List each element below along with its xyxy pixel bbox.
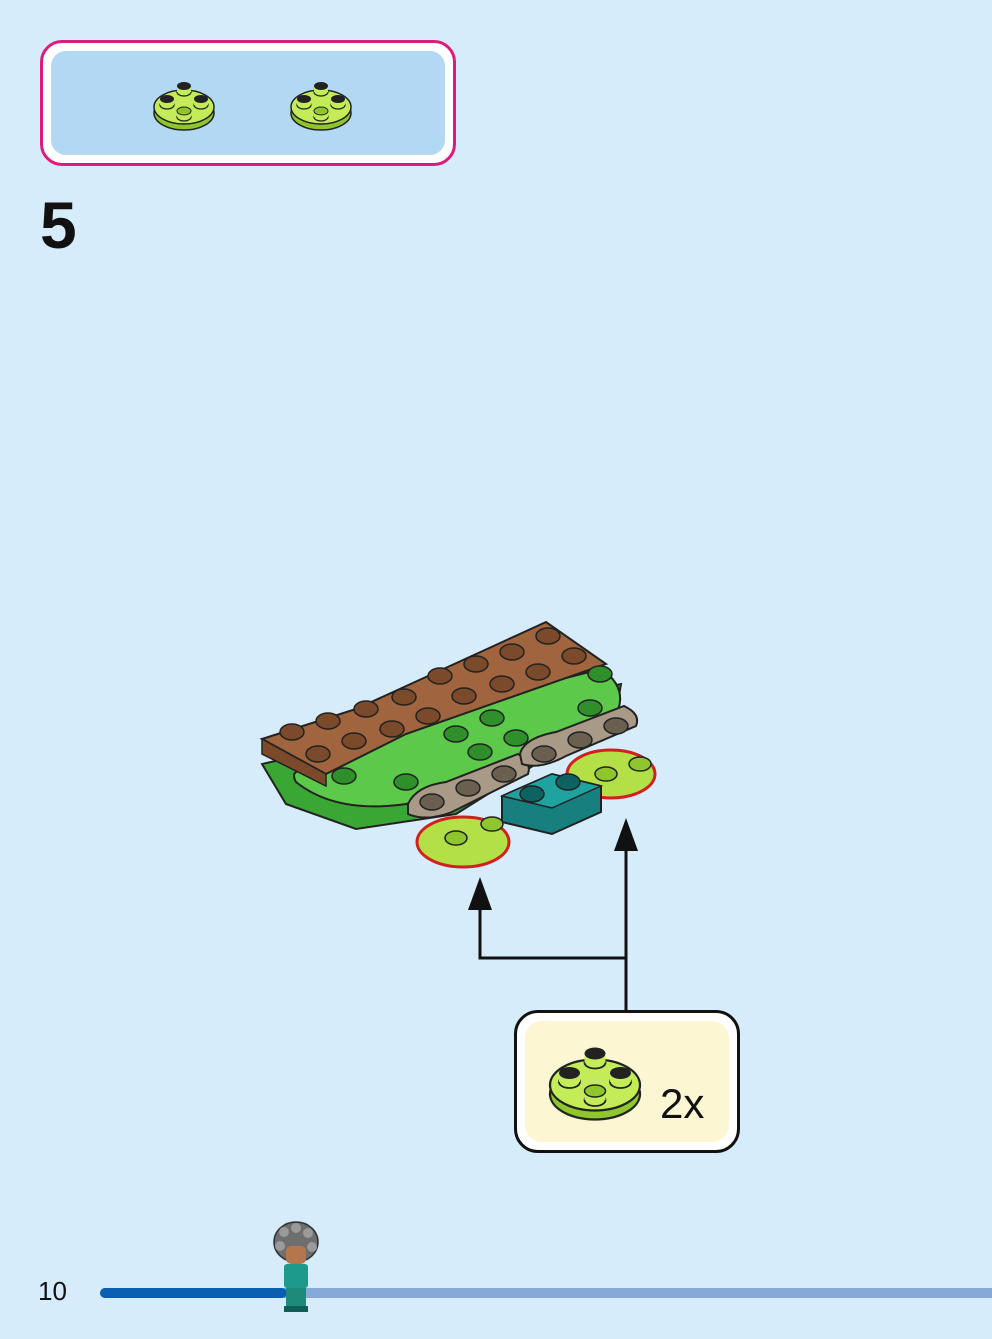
model-illustration — [259, 620, 657, 869]
part-callout: 2x — [514, 1010, 740, 1153]
minifigure-progress-marker — [273, 1221, 319, 1312]
progress-track — [100, 1288, 992, 1298]
part-quantity: 2x — [660, 1080, 705, 1127]
lime-round-plate-icon — [548, 1047, 642, 1121]
lime-round-plate-icon — [153, 82, 215, 131]
page-number: 10 — [38, 1276, 67, 1306]
step-number: 5 — [40, 188, 77, 262]
parts-list-panel — [40, 40, 456, 166]
part-callout-inner: 2x — [525, 1021, 729, 1142]
parts-list-inner — [51, 51, 445, 155]
lime-round-plate-icon — [290, 82, 352, 131]
progress-fill — [100, 1288, 288, 1298]
